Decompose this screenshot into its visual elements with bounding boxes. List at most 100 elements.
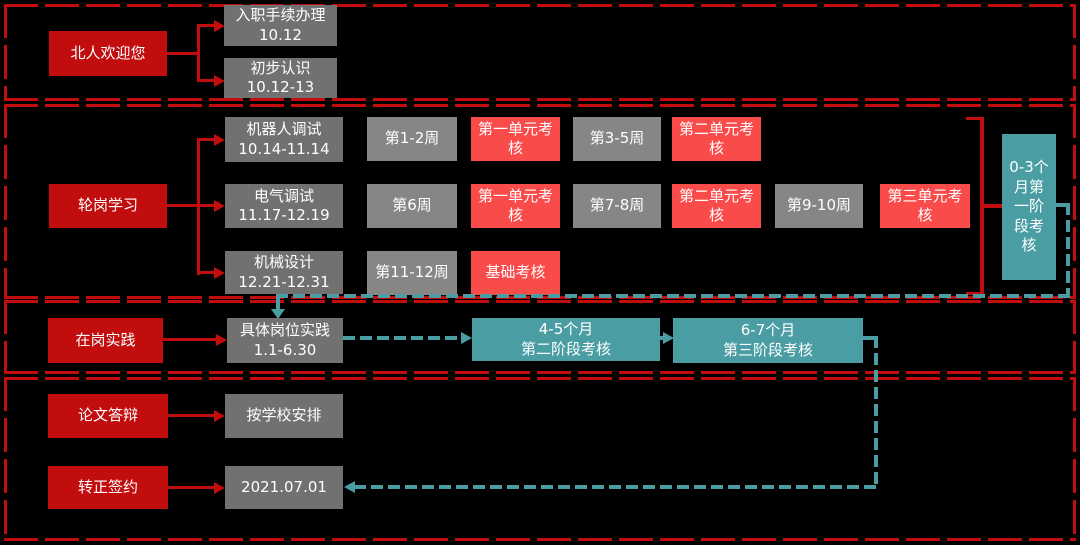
sign-date-label: 2021.07.01: [241, 477, 327, 496]
job-to-stage2-arrow-head: [461, 332, 472, 344]
unit2-exam-row1-box: 第二单元考核: [672, 117, 761, 161]
robot-debug-box: 机器人调试 10.14-11.14: [225, 117, 343, 162]
week-6-label: 第6周: [392, 196, 432, 215]
job-practice-date: 1.1-6.30: [253, 340, 317, 359]
stage3-dash-down: [874, 336, 878, 486]
job-practice-title: 具体岗位实践: [239, 321, 330, 339]
unit1-exam-row1-label: 第一单元考核: [477, 119, 553, 158]
section-thesis-contract: [4, 377, 1076, 541]
welcome-arrow2-head: [214, 75, 225, 87]
welcome-connector-h: [167, 52, 200, 55]
stage1-assessment-label: 0-3个月第一阶段考核: [1009, 158, 1049, 255]
week-7-8-box: 第7-8周: [573, 184, 661, 228]
stage2-assessment-box: 4-5个月 第二阶段考核: [472, 318, 660, 361]
practice-arrow-line: [163, 338, 216, 341]
welcome-arrow2-line: [197, 79, 214, 82]
stage1-dash-across: [276, 294, 1070, 298]
basic-exam-box: 基础考核: [471, 251, 560, 295]
school-arrangement-label: 按学校安排: [246, 406, 322, 425]
rotation-arrow1-head: [214, 134, 225, 146]
basic-exam-label: 基础考核: [485, 263, 546, 282]
week-11-12-box: 第11-12周: [367, 251, 457, 295]
rotation-arrow1-line: [197, 138, 214, 141]
robot-title: 机器人调试: [246, 120, 322, 138]
job-to-stage2-dash: [343, 336, 461, 340]
robot-date: 10.14-11.14: [238, 139, 330, 158]
electric-title: 电气调试: [253, 186, 314, 205]
electric-date: 11.17-12.19: [238, 206, 330, 224]
stage2-label: 第二阶段考核: [520, 339, 611, 358]
stage1-dash-right: [1056, 203, 1070, 207]
week-11-12-label: 第11-12周: [375, 263, 449, 282]
onboarding-title: 入职手续办理: [235, 6, 326, 24]
stage3-months: 6-7个月: [740, 321, 796, 339]
job-practice-box: 具体岗位实践 1.1-6.30: [227, 318, 343, 363]
unit1-exam-row1-box: 第一单元考核: [471, 117, 560, 161]
unit1-exam-row2-box: 第一单元考核: [471, 184, 560, 228]
thesis-box: 论文答辩: [48, 394, 168, 438]
week-7-8-label: 第7-8周: [589, 196, 645, 215]
initial-intro-box: 初步认识 10.12-13: [224, 58, 337, 98]
welcome-arrow1-line: [197, 24, 214, 27]
week-3-5-box: 第3-5周: [573, 117, 661, 161]
practice-arrow-head: [216, 334, 227, 346]
stage1-dash-drop: [276, 298, 280, 310]
thesis-label: 论文答辩: [77, 406, 138, 425]
mech-title: 机械设计: [253, 253, 314, 271]
contract-arrow-head: [214, 482, 225, 494]
stage3-label: 第三阶段考核: [722, 340, 813, 359]
rotation-arrow3-head: [214, 267, 225, 279]
stage3-dash-across: [354, 485, 876, 489]
rotation-box: 轮岗学习: [49, 184, 167, 228]
bracket-bottom-hook: [966, 292, 980, 295]
stage3-assessment-box: 6-7个月 第三阶段考核: [673, 318, 863, 363]
welcome-label: 北人欢迎您: [70, 43, 146, 62]
unit2-exam-row2-box: 第二单元考核: [672, 184, 761, 228]
unit1-exam-row2-label: 第一单元考核: [477, 186, 553, 225]
bracket-vertical: [980, 117, 984, 295]
electric-debug-box: 电气调试 11.17-12.19: [225, 184, 343, 228]
rotation-arrow3-line: [197, 271, 214, 274]
thesis-arrow-line: [168, 414, 214, 417]
welcome-box: 北人欢迎您: [49, 31, 167, 76]
welcome-connector-v: [197, 24, 200, 82]
stage1-assessment-box: 0-3个月第一阶段考核: [1002, 134, 1056, 280]
intro-title: 初步认识: [250, 58, 311, 77]
rotation-arrow2-line: [197, 204, 214, 207]
contract-label: 转正签约: [77, 477, 138, 496]
week-3-5-label: 第3-5周: [589, 129, 645, 148]
unit3-exam-row2-label: 第三单元考核: [887, 186, 963, 225]
rotation-arrow2-head: [214, 200, 225, 212]
bracket-mid-connector: [984, 204, 1002, 208]
practice-label: 在岗实践: [75, 330, 136, 349]
school-arrangement-box: 按学校安排: [225, 394, 343, 438]
contract-arrow-line: [168, 486, 214, 489]
stage2-months: 4-5个月: [538, 320, 594, 338]
mech-design-box: 机械设计 12.21-12.31: [225, 251, 343, 294]
stage3-dash-arrow-head: [344, 481, 355, 493]
week-1-2-label: 第1-2周: [384, 129, 440, 148]
welcome-arrow1-head: [214, 20, 225, 32]
intro-date: 10.12-13: [246, 78, 315, 96]
week-1-2-box: 第1-2周: [367, 117, 457, 161]
mech-date: 12.21-12.31: [238, 272, 330, 291]
bracket-top-hook: [966, 117, 980, 120]
stage1-dash-down: [1066, 203, 1070, 296]
week-6-box: 第6周: [367, 184, 457, 228]
sign-date-box: 2021.07.01: [225, 466, 343, 509]
stage1-dash-arrow-head: [271, 309, 285, 319]
rotation-label: 轮岗学习: [77, 196, 138, 215]
onboarding-date: 10.12: [259, 25, 302, 44]
unit2-exam-row1-label: 第二单元考核: [678, 119, 754, 158]
stage2-to-stage3-line: [660, 336, 664, 340]
thesis-arrow-head: [214, 410, 225, 422]
contract-box: 转正签约: [48, 466, 168, 509]
stage3-dash-right: [863, 336, 877, 340]
week-9-10-label: 第9-10周: [786, 196, 852, 215]
rotation-connector-h: [167, 204, 200, 207]
stage2-to-stage3-arrow-head: [663, 332, 674, 344]
practice-box: 在岗实践: [48, 318, 163, 363]
week-9-10-box: 第9-10周: [775, 184, 863, 228]
unit3-exam-row2-box: 第三单元考核: [880, 184, 970, 228]
onboarding-procedure-box: 入职手续办理 10.12: [224, 5, 337, 46]
